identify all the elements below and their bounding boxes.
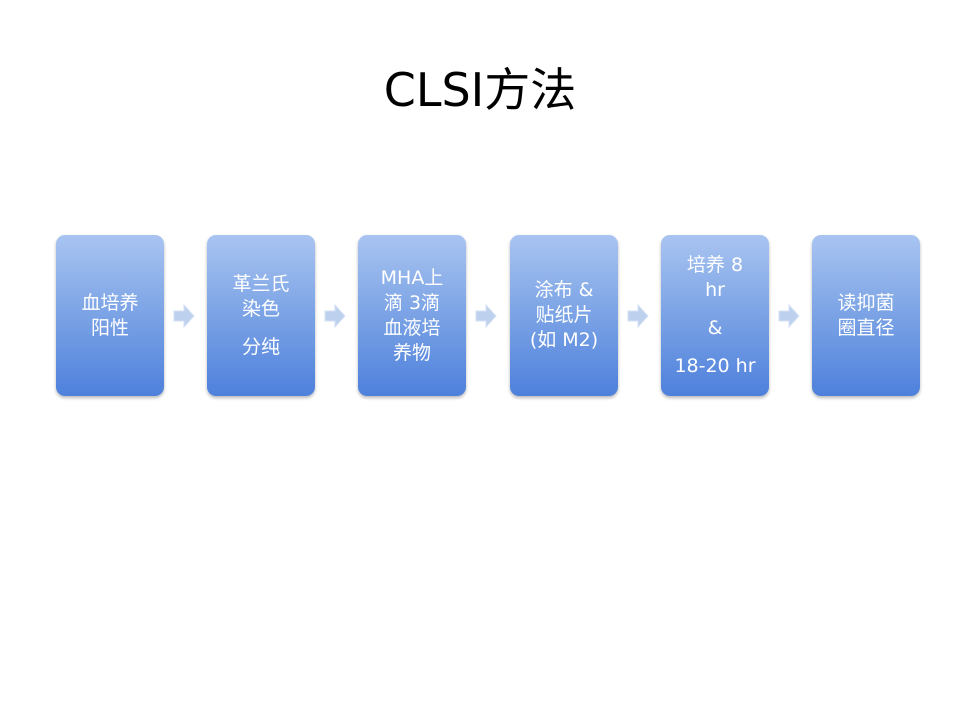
step-text: 滴 3滴 xyxy=(383,291,441,314)
step-box-gram-stain: 革兰氏 染色 分纯 xyxy=(207,235,315,396)
step-box-spread-and-disc: 涂布 & 贴纸片 (如 M2) xyxy=(510,235,618,396)
right-arrow-icon xyxy=(475,304,497,328)
right-arrow-icon xyxy=(324,304,346,328)
step-text: 染色 xyxy=(241,297,280,320)
step-text: MHA上 xyxy=(380,266,444,289)
step-box-read-zone-diameter: 读抑菌 圈直径 xyxy=(812,235,920,396)
step-text: & xyxy=(707,316,723,339)
step-box-blood-culture-positive: 血培养 阳性 xyxy=(56,235,164,396)
step-text: 贴纸片 xyxy=(535,304,593,326)
step-text: hr xyxy=(705,278,725,301)
slide-title: CLSI方法 xyxy=(383,63,577,117)
step-text: 血培养 xyxy=(81,291,139,314)
right-arrow-icon xyxy=(627,304,649,328)
step-text: 圈直径 xyxy=(837,316,895,339)
step-text: (如 M2) xyxy=(529,329,599,351)
step-text: 血液培 xyxy=(383,316,441,339)
step-text: 分纯 xyxy=(241,335,280,358)
step-text: 阳性 xyxy=(90,316,129,339)
right-arrow-icon xyxy=(778,304,800,328)
step-box-mha-inoculation: MHA上 滴 3滴 血液培 养物 xyxy=(358,235,466,396)
step-text: 18-20 hr xyxy=(674,354,756,377)
step-text: 涂布 & xyxy=(534,279,594,301)
right-arrow-icon xyxy=(173,304,195,328)
step-text: 养物 xyxy=(392,341,431,364)
step-text: 培养 8 xyxy=(686,253,744,276)
step-text: 读抑菌 xyxy=(837,291,895,314)
step-text: 革兰氏 xyxy=(232,272,290,295)
step-box-incubation: 培养 8 hr & 18-20 hr xyxy=(661,235,769,396)
